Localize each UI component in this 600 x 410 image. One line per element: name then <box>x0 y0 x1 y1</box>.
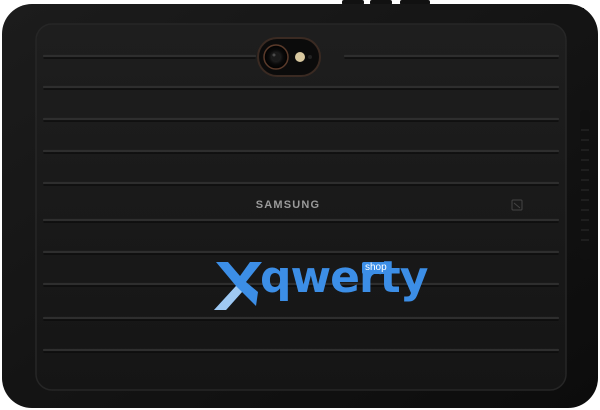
flash-icon <box>295 52 305 62</box>
brand-logo: SAMSUNG <box>255 199 321 211</box>
top-button <box>370 0 392 5</box>
nfc-icon <box>511 199 523 211</box>
camera-module <box>257 37 321 77</box>
top-button <box>342 0 364 5</box>
watermark-word: qwerty <box>260 252 428 303</box>
top-button <box>400 0 430 5</box>
watermark-badge: shop <box>362 262 390 274</box>
ridge-lines <box>42 54 560 352</box>
back-plate <box>35 23 567 391</box>
x-logo-icon <box>214 262 262 310</box>
side-grip <box>580 110 590 260</box>
